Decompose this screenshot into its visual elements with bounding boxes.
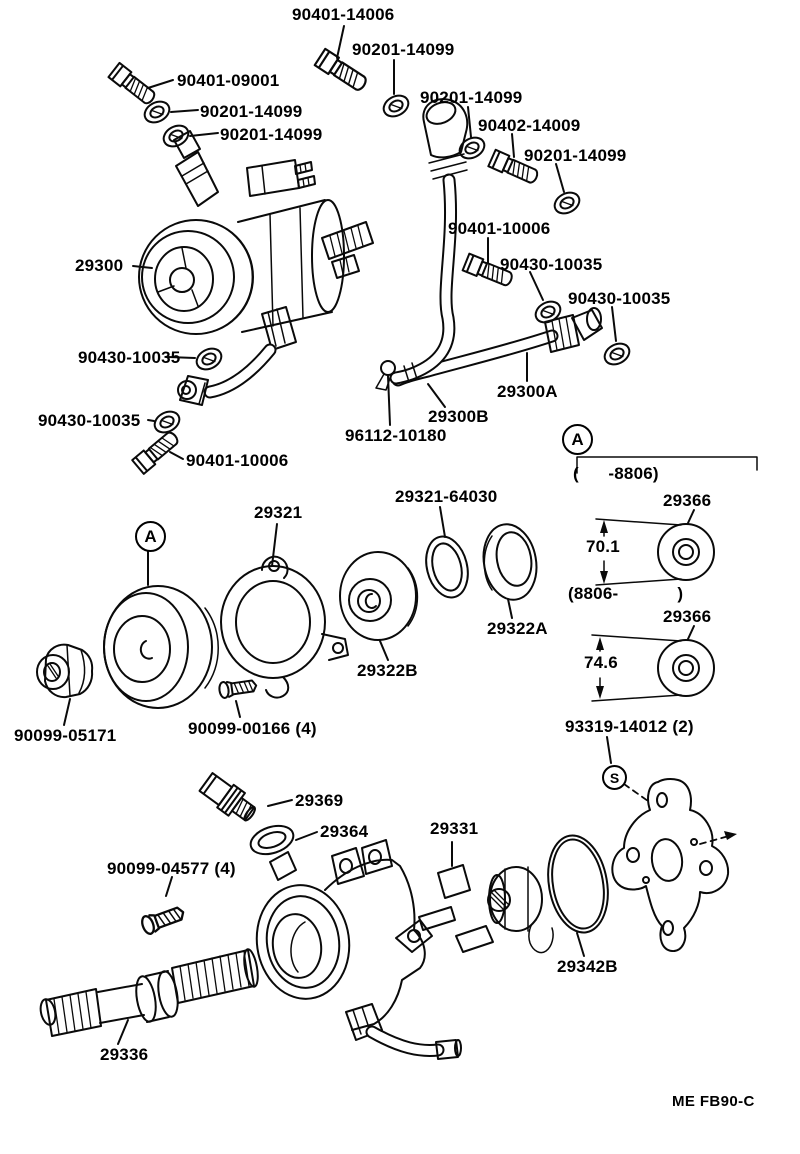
part-label-90401-09001: 90401-09001 — [177, 71, 280, 90]
sensor-29369 — [198, 772, 256, 822]
part-label-90201-14099-b: 90201-14099 — [200, 102, 303, 121]
part-label-29336: 29336 — [100, 1045, 149, 1064]
part-label-29322a: 29322A — [487, 619, 548, 638]
washer-29364 — [249, 824, 295, 856]
leader-lines — [63, 25, 695, 1045]
part-label-90201-14099-e: 90201-14099 — [524, 146, 627, 165]
shaft-nut — [36, 643, 94, 699]
part-label-90201-14099-d: 90201-14099 — [420, 88, 523, 107]
part-label-29300a: 29300A — [497, 382, 558, 401]
part-label-90430-10035-c: 90430-10035 — [78, 348, 181, 367]
part-label-90401-14006: 90401-14006 — [292, 5, 395, 24]
variant-range-late: (8806- ) — [568, 584, 684, 603]
dimension-late: 74.6 — [584, 653, 618, 672]
section-marker-a-ref: A — [135, 521, 166, 552]
part-label-90201-14099-c: 90201-14099 — [220, 125, 323, 144]
part-label-29366-early: 29366 — [663, 491, 712, 510]
part-label-90401-10006-a: 90401-10006 — [448, 219, 551, 238]
o-ring-29342b — [547, 834, 609, 934]
part-label-96112-10180: 96112-10180 — [345, 426, 447, 445]
variant-range-early: ( -8806) — [573, 464, 659, 483]
part-label-90402-14009: 90402-14009 — [478, 116, 581, 135]
part-label-29321-64030: 29321-64030 — [395, 487, 498, 506]
part-label-90430-10035-b: 90430-10035 — [568, 289, 671, 308]
pump-bracket-plate — [220, 555, 349, 699]
dimension-early: 70.1 — [586, 537, 620, 556]
a-detail-panel — [576, 456, 758, 702]
part-label-90430-10035-a: 90430-10035 — [500, 255, 603, 274]
vane-pump-body — [255, 839, 462, 1060]
part-label-29364: 29364 — [320, 822, 369, 841]
drive-shaft-29336 — [39, 948, 259, 1037]
part-label-90099-04577: 90099-04577 (4) — [107, 859, 236, 878]
part-label-90099-05171: 90099-05171 — [14, 726, 117, 745]
sheet-code: ME FB90-C — [672, 1093, 755, 1110]
part-label-29342b: 29342B — [557, 957, 618, 976]
part-label-90401-10006-b: 90401-10006 — [186, 451, 289, 470]
rotor-coupling — [487, 866, 554, 954]
vacuum-pump-assembly — [138, 130, 374, 351]
part-label-29331: 29331 — [430, 819, 479, 838]
part-label-90201-14099-a: 90201-14099 — [352, 40, 455, 59]
section-marker-a-detail: A — [562, 424, 593, 455]
part-label-29321: 29321 — [254, 503, 303, 522]
seal-29322a — [482, 523, 538, 601]
mount-plate — [611, 777, 737, 953]
spacer-ring — [425, 535, 469, 599]
hose-29300b — [389, 98, 469, 385]
part-label-90099-00166: 90099-00166 (4) — [188, 719, 317, 738]
idler-bearing — [339, 551, 419, 641]
part-label-29300b: 29300B — [428, 407, 489, 426]
hose-left-elbow — [177, 343, 277, 406]
part-label-29369: 29369 — [295, 791, 344, 810]
part-label-29300: 29300 — [75, 256, 124, 275]
part-label-29366-late: 29366 — [663, 607, 712, 626]
clutch-pulley — [103, 585, 219, 709]
part-label-93319-14012: 93319-14012 (2) — [565, 717, 694, 736]
pump-vanes — [418, 864, 494, 953]
section-marker-s: S — [602, 765, 627, 790]
part-label-29322b: 29322B — [357, 661, 418, 680]
part-label-90430-10035-d: 90430-10035 — [38, 411, 141, 430]
